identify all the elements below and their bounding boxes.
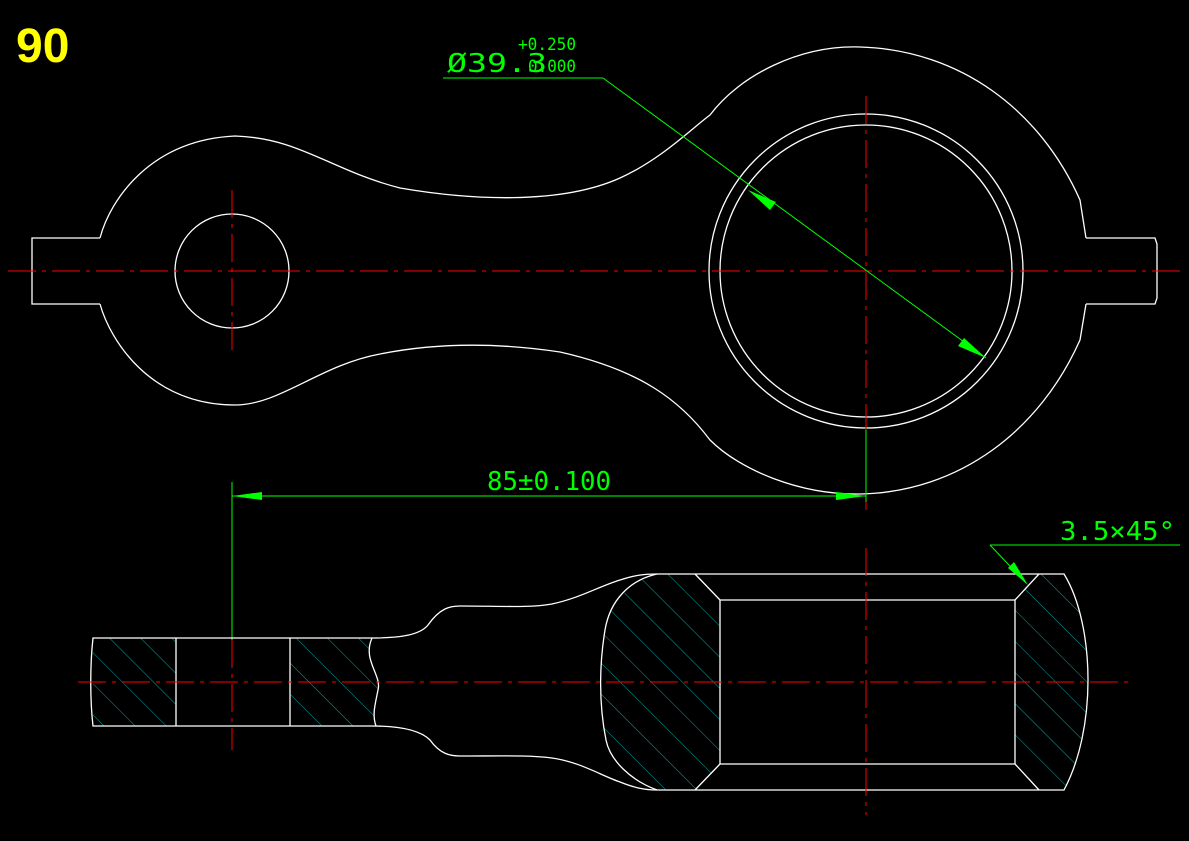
section-outline: [90, 573, 1089, 791]
break-curve-small-end: [368, 637, 380, 727]
diameter-leader: [602, 77, 987, 359]
bore-diameter-text: Ø39.3: [447, 49, 547, 79]
chamfer-lines-left: [694, 573, 721, 791]
center-distance-dimension: 85±0.100: [231, 430, 867, 648]
chamfer-text: 3.5×45°: [1060, 517, 1175, 547]
section-view: [78, 548, 1130, 815]
chamfer-lines-right: [1014, 573, 1040, 791]
dim-arrow-right: [836, 492, 866, 500]
drawing-number: 90: [16, 20, 69, 73]
rod-body-outline: [99, 46, 1087, 495]
top-view: Ø39.3 +0.250 0.000: [8, 35, 1182, 510]
center-distance-text: 85±0.100: [487, 467, 611, 497]
diameter-dimension: Ø39.3 +0.250 0.000: [443, 35, 987, 359]
diameter-arrow-upper: [748, 190, 776, 210]
chamfer-arrow: [1008, 562, 1028, 585]
diameter-arrow-lower: [958, 338, 986, 358]
chamfer-callout: 3.5×45°: [989, 517, 1180, 585]
dim-arrow-left: [232, 492, 262, 500]
bore-tolerance-upper: +0.250: [518, 35, 576, 55]
bore-tolerance-lower: 0.000: [528, 57, 576, 77]
break-curve-big-end: [599, 573, 658, 791]
